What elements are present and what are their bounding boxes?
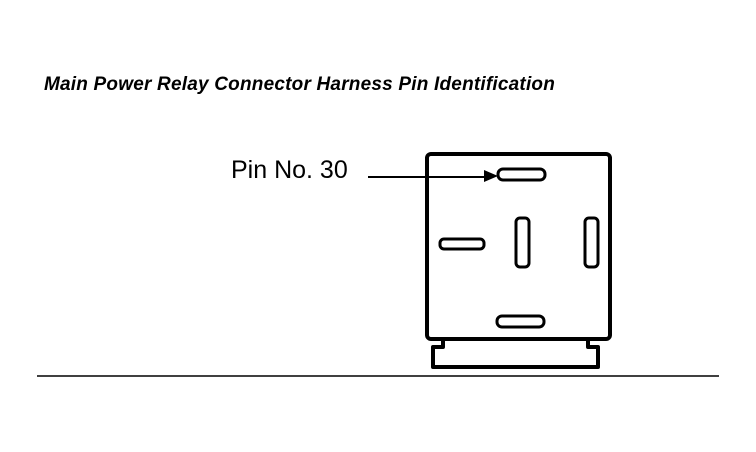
- pin-30-leader-arrow: [368, 170, 498, 182]
- pin-slot-right: [583, 216, 600, 269]
- pin-slot-bottom: [495, 314, 546, 329]
- diagram-title: Main Power Relay Connector Harness Pin I…: [44, 74, 556, 95]
- pin-slot-left: [438, 237, 486, 251]
- pin-slot-30: [496, 167, 547, 182]
- pin-30-callout-label: Pin No. 30: [231, 156, 348, 184]
- connector-housing: [425, 152, 612, 369]
- pin-slot-center: [514, 216, 531, 269]
